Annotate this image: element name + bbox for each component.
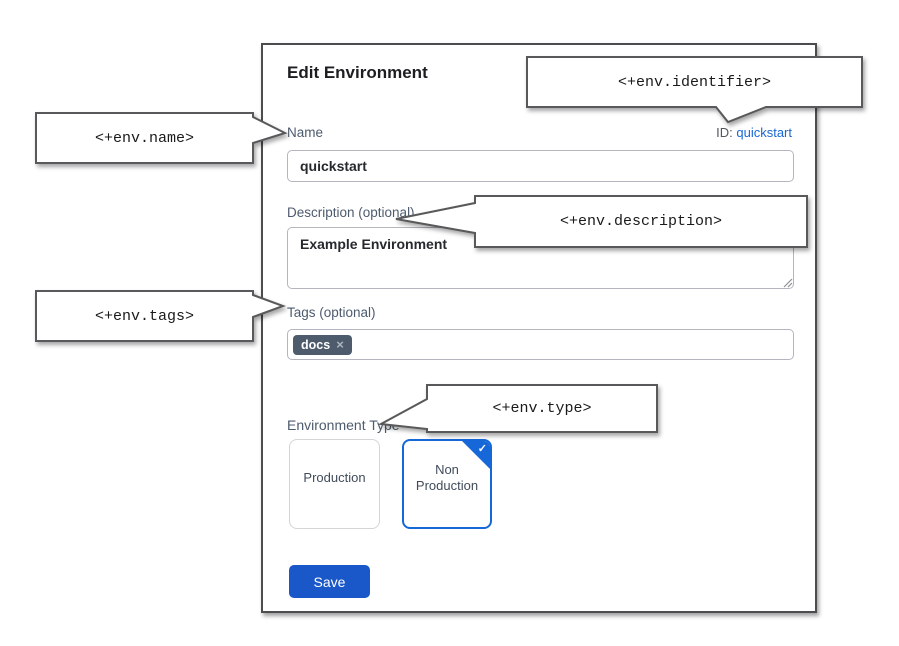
save-button[interactable]: Save [289, 565, 370, 598]
callout-tags-text: <+env.tags> [94, 307, 195, 325]
callout-name-bubble [35, 112, 288, 164]
edit-environment-dialog: Edit Environment Name ID: quickstart Des… [261, 43, 817, 613]
dialog-title: Edit Environment [287, 63, 428, 82]
description-textarea[interactable] [287, 227, 794, 289]
description-label: Description (optional) [287, 205, 415, 220]
environment-type-label: Environment Type [287, 417, 400, 433]
card-label: Non Production [415, 461, 479, 493]
tag-remove-icon[interactable]: × [336, 337, 344, 352]
name-label: Name [287, 125, 324, 140]
callout-tags-bubble [35, 290, 286, 342]
identifier-row: ID: quickstart [716, 125, 792, 140]
id-value-link[interactable]: quickstart [736, 125, 792, 140]
card-label: Production [303, 469, 366, 485]
callout-name-text: <+env.name> [94, 129, 195, 147]
id-label: ID: [716, 125, 733, 140]
tags-label: Tags (optional) [287, 305, 376, 320]
tag-chip-label: docs [301, 337, 331, 352]
name-input[interactable] [287, 150, 794, 182]
environment-type-card-non-production[interactable]: ✓ Non Production [402, 439, 492, 529]
tags-input[interactable]: docs × [287, 329, 794, 360]
environment-type-card-production[interactable]: Production [289, 439, 380, 529]
check-icon: ✓ [477, 443, 487, 455]
tag-chip: docs × [293, 334, 352, 355]
